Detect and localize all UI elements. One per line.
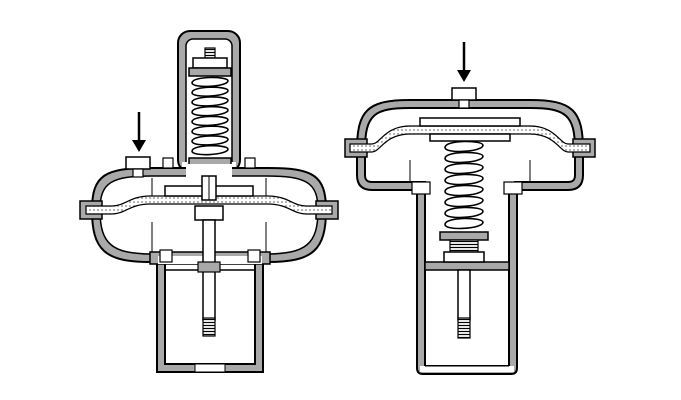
diaphragm-plate <box>419 117 521 127</box>
diaphragm-plate <box>164 175 254 221</box>
pressure-inlet-fitting <box>451 87 477 109</box>
spring-coil <box>191 86 229 97</box>
spring <box>191 76 229 156</box>
spring-seat <box>188 157 232 166</box>
spring-coil <box>191 105 229 117</box>
valve-stem <box>457 269 471 339</box>
spring-coil <box>191 96 229 107</box>
right-actuator <box>344 42 596 375</box>
spring-coil <box>444 151 484 164</box>
valve-stem <box>197 219 221 337</box>
spring-coil <box>444 195 484 208</box>
left-actuator <box>79 30 339 373</box>
spring-coil <box>191 144 229 156</box>
spring-coil <box>444 162 484 175</box>
pressure-inlet-arrow <box>132 112 146 152</box>
spring-seat-upper <box>429 133 511 142</box>
lower-housing <box>411 181 523 375</box>
spring-coil <box>444 184 484 197</box>
spring-coil <box>444 173 484 186</box>
diaphragm <box>85 195 333 215</box>
pressure-inlet-arrow <box>457 42 471 82</box>
spring-coil <box>191 115 229 127</box>
spring-coil <box>191 135 229 146</box>
diaphragm <box>349 125 591 153</box>
pressure-inlet-fitting <box>125 156 151 178</box>
spring-coil <box>444 206 484 219</box>
spring-coil <box>191 76 229 88</box>
spring-coil <box>444 217 484 230</box>
adjusting-screw <box>188 47 232 77</box>
spring-adjuster <box>439 231 489 263</box>
spring-coil <box>191 125 229 136</box>
spring <box>444 140 484 230</box>
spring-coil <box>444 140 484 153</box>
